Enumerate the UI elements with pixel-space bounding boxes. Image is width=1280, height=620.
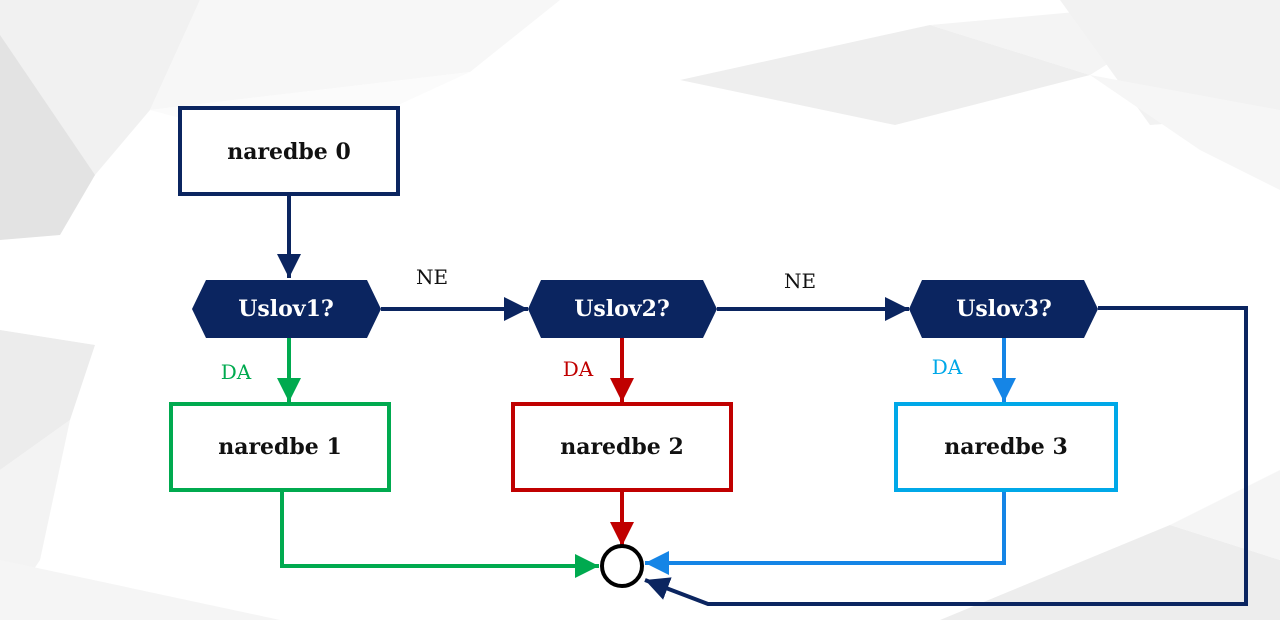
block3-label: naredbe 3 [944,434,1068,460]
cond1-label: Uslov1? [238,296,334,322]
node-block2: naredbe 2 [511,402,733,492]
decision-cond2: Uslov2? [528,280,717,338]
block3-box [894,402,1118,492]
decision-cond3: Uslov3? [909,280,1098,338]
cond3-shape [909,280,1098,338]
edge-cond3-else-to-merge [644,306,1248,606]
node-block3: naredbe 3 [894,402,1118,492]
cond1-shape [192,280,381,338]
block2-label: naredbe 2 [560,434,684,460]
label-yes-3: DA [932,355,963,379]
merge-point [600,544,644,588]
node-block1: naredbe 1 [169,402,391,492]
edge-block3-to-merge [645,490,1006,575]
edge-block1-to-merge [280,490,599,578]
edges [277,194,1248,606]
label-yes-2: DA [563,357,594,381]
label-yes-1: DA [221,360,252,384]
node-start: naredbe 0 [178,106,400,196]
decision-cond1: Uslov1? [192,280,381,338]
cond2-shape [528,280,717,338]
block1-box [169,402,391,492]
start-box [178,106,400,196]
label-no-1-2: NE [416,265,448,289]
start-label: naredbe 0 [227,139,351,165]
label-no-2-3: NE [784,269,816,293]
block2-box [511,402,733,492]
cond3-label: Uslov3? [956,296,1052,322]
cond2-label: Uslov2? [574,296,670,322]
block1-label: naredbe 1 [218,434,342,460]
